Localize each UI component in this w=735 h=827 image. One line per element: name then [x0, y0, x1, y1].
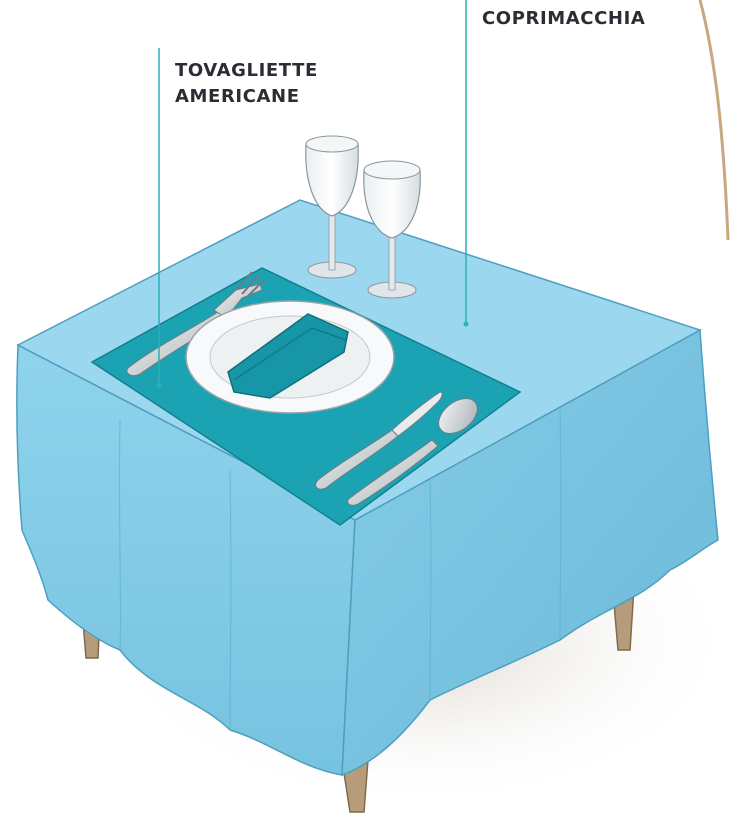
label-placemats: TOVAGLIETTE AMERICANE — [175, 58, 318, 110]
leader-dot-cover — [464, 322, 469, 327]
label-placemats-line2: AMERICANE — [175, 84, 318, 110]
leader-dot-placemats — [157, 383, 162, 388]
label-cover: COPRIMACCHIA — [482, 6, 645, 32]
paper-edge — [700, 0, 728, 240]
label-placemats-line1: TOVAGLIETTE — [175, 58, 318, 84]
